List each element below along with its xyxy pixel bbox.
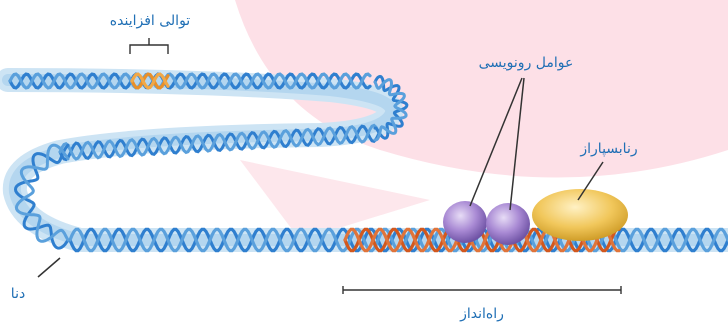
enhancer-bracket xyxy=(129,38,169,54)
tf-leader-2 xyxy=(509,77,525,211)
dna-label: دنا xyxy=(11,286,25,302)
promoter-bar xyxy=(342,286,622,294)
transcription-factors-label: عوامل رونویسی xyxy=(479,55,574,71)
rna-polymerase-label: رنابسپاراز xyxy=(579,141,637,157)
promoter-label: راه‌انداز xyxy=(459,306,504,322)
middle-helix-strand-a xyxy=(58,124,382,162)
enhancer-helix-strand-a xyxy=(130,72,170,90)
dna-helix xyxy=(8,72,728,253)
polymerase-leader xyxy=(577,161,604,201)
middle-helix-strand-b xyxy=(58,123,382,161)
tf-leader-1 xyxy=(469,77,523,207)
bottom-helix-strand-a xyxy=(68,227,728,253)
transcription-factors xyxy=(443,201,530,245)
left-loop-strand-b xyxy=(14,143,70,243)
transcription-factor-1 xyxy=(443,201,487,243)
top-helix-strand-a xyxy=(8,72,372,90)
left-loop-strand-a xyxy=(13,143,70,250)
dna-leader xyxy=(37,257,61,278)
rna-polymerase xyxy=(532,189,628,241)
right-loop-strand-b xyxy=(373,78,408,142)
transcription-factor-2 xyxy=(486,203,530,245)
background-decoration xyxy=(235,0,728,240)
top-helix-strand-b xyxy=(8,72,372,90)
leader-lines xyxy=(37,77,604,278)
bottom-helix-strand-b xyxy=(68,227,728,253)
enhancer-region-helix xyxy=(130,72,170,90)
enhancer-helix-strand-b xyxy=(130,72,170,90)
enhancer-label: توالی افزاینده xyxy=(110,13,191,29)
